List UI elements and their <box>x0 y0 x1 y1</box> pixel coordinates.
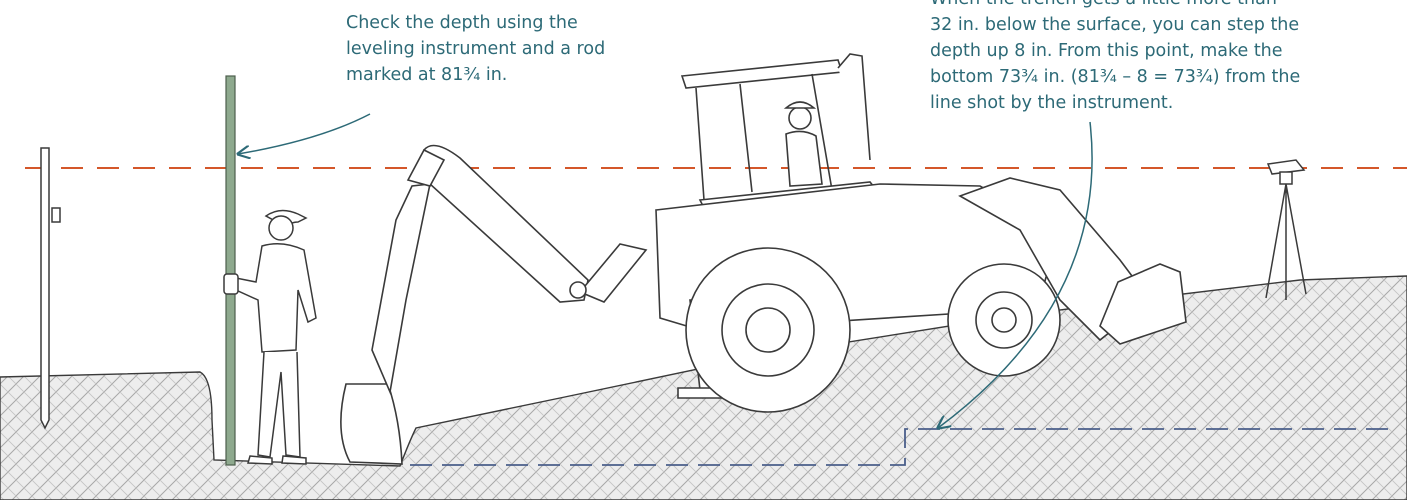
grade-rod <box>226 76 235 465</box>
worker-figure <box>224 210 316 464</box>
callout-line: depth up 8 in. From this point, make the <box>930 38 1300 64</box>
callout-line: bottom 73¾ in. (81¾ – 8 = 73¾) from the <box>930 64 1300 90</box>
rod-check-callout: Check the depth using the leveling instr… <box>346 10 605 88</box>
callout-line: leveling instrument and a rod <box>346 36 605 62</box>
callout-line: line shot by the instrument. <box>930 90 1300 116</box>
callout-line: When the trench gets a little more than <box>930 0 1300 12</box>
callout-line: 32 in. below the surface, you can step t… <box>930 12 1300 38</box>
trench-step-callout: When the trench gets a little more than … <box>930 0 1300 116</box>
rod-check-leader-arrow <box>238 114 370 154</box>
callout-line: marked at 81¾ in. <box>346 62 605 88</box>
leveling-instrument <box>1266 160 1306 300</box>
callout-line: Check the depth using the <box>346 10 605 36</box>
